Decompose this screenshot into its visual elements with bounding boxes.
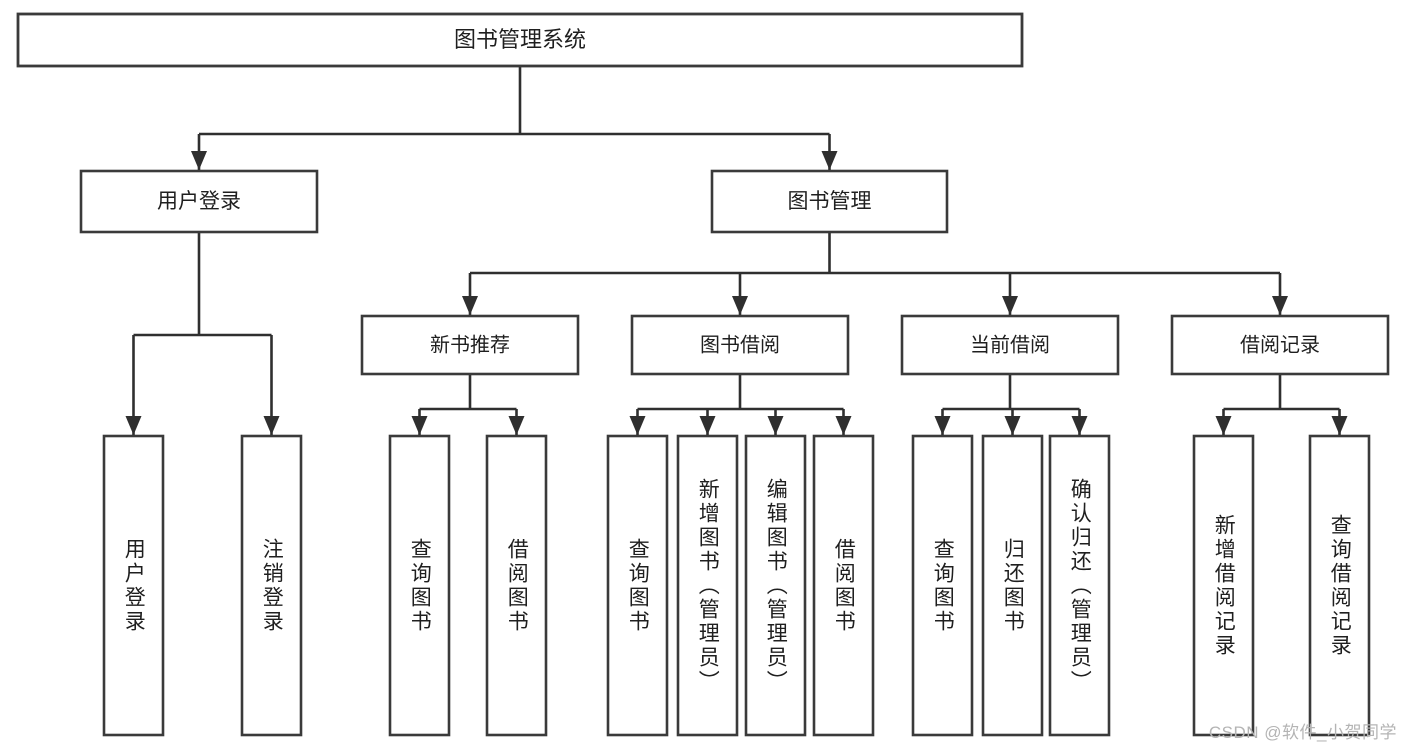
arrow-head-icon — [508, 416, 525, 435]
node-box-book-management[interactable] — [710, 169, 949, 234]
arrow-head-icon — [1215, 416, 1232, 435]
node-box-leaf-edit-book[interactable] — [744, 434, 807, 737]
arrow-head-icon — [1004, 416, 1021, 435]
arrow-head-icon — [732, 296, 748, 315]
arrow-head-icon — [1272, 296, 1288, 315]
arrow-head-icon — [767, 416, 784, 435]
arrow-head-icon — [629, 416, 646, 435]
connector-layer — [125, 66, 1348, 435]
node-label-root: 图书管理系统 — [454, 27, 586, 52]
node-box-leaf-query-book-2[interactable] — [606, 434, 669, 737]
node-label-book-management: 图书管理 — [788, 190, 872, 213]
node-box-leaf-borrow-book-2[interactable] — [812, 434, 875, 737]
node-box-root[interactable] — [16, 12, 1024, 68]
node-box-leaf-query-record[interactable] — [1308, 434, 1371, 737]
arrow-head-icon — [699, 416, 716, 435]
node-label-current-borrow: 当前借阅 — [970, 333, 1050, 356]
arrow-head-icon — [821, 151, 838, 170]
arrow-head-icon — [411, 416, 428, 435]
node-box-current-borrow[interactable] — [900, 314, 1120, 376]
arrow-head-icon — [1071, 416, 1088, 435]
node-label-new-book-recommend: 新书推荐 — [430, 333, 510, 356]
node-box-leaf-confirm-return[interactable] — [1048, 434, 1111, 737]
node-box-leaf-query-book-1[interactable] — [388, 434, 451, 737]
arrow-head-icon — [462, 296, 478, 315]
node-box-new-book-recommend[interactable] — [360, 314, 580, 376]
node-label-borrow-record: 借阅记录 — [1240, 333, 1320, 356]
node-box-user-login[interactable] — [79, 169, 319, 234]
node-box-leaf-query-book-3[interactable] — [911, 434, 974, 737]
arrow-head-icon — [934, 416, 951, 435]
node-box-leaf-borrow-book-1[interactable] — [485, 434, 548, 737]
node-box-leaf-return-book[interactable] — [981, 434, 1044, 737]
arrow-head-icon — [263, 416, 280, 435]
arrow-head-icon — [125, 416, 142, 435]
arrow-head-icon — [1331, 416, 1348, 435]
node-box-leaf-add-book[interactable] — [676, 434, 739, 737]
node-box-leaf-user-logout[interactable] — [240, 434, 303, 737]
node-box-leaf-add-record[interactable] — [1192, 434, 1255, 737]
node-box-borrow-record[interactable] — [1170, 314, 1390, 376]
watermark-text: CSDN @软件_小贺同学 — [1208, 723, 1397, 742]
node-label-user-login: 用户登录 — [157, 190, 241, 213]
arrow-head-icon — [835, 416, 852, 435]
arrow-head-icon — [191, 151, 207, 170]
node-label-book-borrow: 图书借阅 — [700, 333, 780, 356]
node-box-book-borrow[interactable] — [630, 314, 850, 376]
arrow-head-icon — [1002, 296, 1018, 315]
node-box-leaf-user-login[interactable] — [102, 434, 165, 737]
